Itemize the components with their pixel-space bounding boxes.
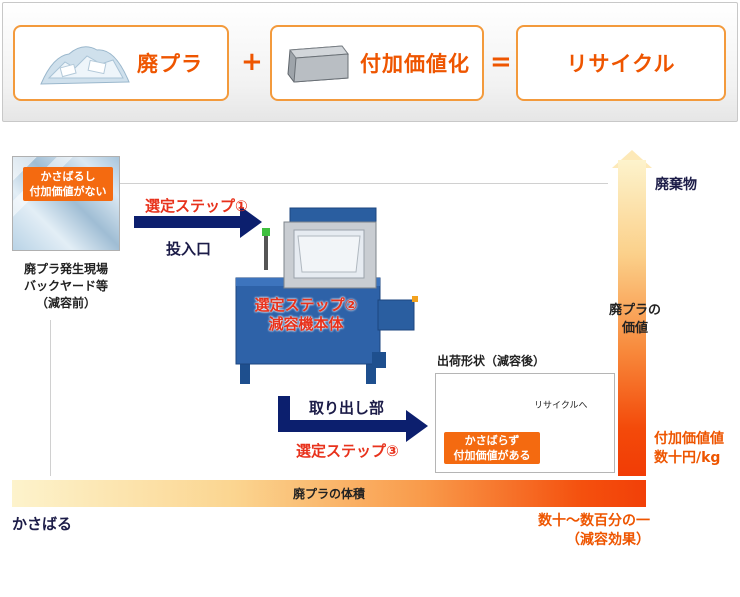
value-bottom-line2: 数十円/kg <box>654 449 724 468</box>
compact-tag-line2: 付加価値がある <box>444 448 540 463</box>
value-bottom-line1: 付加価値値 <box>654 430 724 449</box>
step3-label: 選定ステップ③ <box>296 440 399 461</box>
hopper-label: 投入口 <box>166 238 211 259</box>
value-middle-line2: 価値 <box>600 320 670 338</box>
recycle-destination-label: リサイクルへ <box>534 398 588 411</box>
step2-line2: 減容機本体 <box>244 315 368 334</box>
value-bottom-label: 付加価値値 数十円/kg <box>654 430 724 468</box>
value-top-label: 廃棄物 <box>655 174 697 194</box>
output-photo: リサイクルへ かさばらず 付加価値がある <box>435 373 615 473</box>
volume-left-label: かさばる <box>12 513 72 534</box>
volume-gradient-bar: 廃プラの体積 <box>12 480 646 507</box>
output-outlet-label: 取り出し部 <box>309 397 384 418</box>
compact-tag-line1: かさばらず <box>444 433 540 448</box>
step1-label: 選定ステップ① <box>145 195 248 216</box>
step2-label: 選定ステップ② 減容機本体 <box>244 296 368 334</box>
output-title: 出荷形状（減容後） <box>437 352 545 369</box>
compact-value-tag: かさばらず 付加価値がある <box>444 432 540 464</box>
volume-title: 廃プラの体積 <box>12 485 646 502</box>
value-middle-line1: 廃プラの <box>600 302 670 320</box>
volume-right-label: 数十〜数百分の一 （減容効果） <box>500 512 650 550</box>
value-middle-label: 廃プラの 価値 <box>600 302 670 338</box>
step2-line1: 選定ステップ② <box>244 296 368 315</box>
volume-right-line2: （減容効果） <box>500 531 650 550</box>
volume-right-line1: 数十〜数百分の一 <box>500 512 650 531</box>
